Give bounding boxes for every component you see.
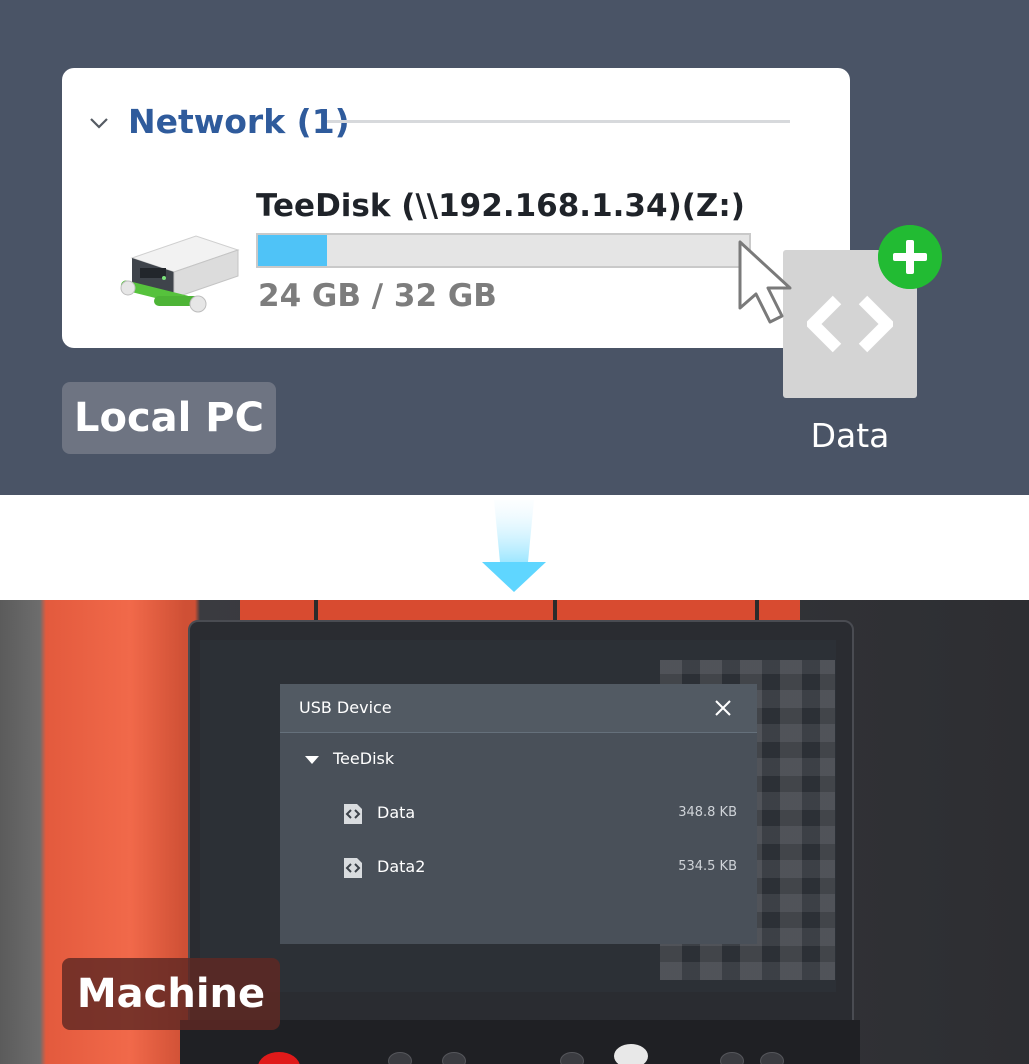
drive-usage-fill <box>258 235 327 266</box>
caret-down-icon[interactable] <box>304 754 320 766</box>
dialog-header: USB Device <box>280 684 757 733</box>
drive-usage-bar <box>256 233 751 268</box>
local-pc-label: Local PC <box>62 382 276 454</box>
housing-seam <box>314 600 318 628</box>
network-section-title[interactable]: Network (1) <box>128 102 350 141</box>
drive-capacity: 24 GB / 32 GB <box>258 278 497 314</box>
dragged-file-label: Data <box>810 416 890 455</box>
network-section-card: Network (1) TeeDisk (\\192.168.1.34)(Z:)… <box>62 68 850 348</box>
plus-icon <box>878 225 942 289</box>
code-file-icon <box>344 858 362 878</box>
code-file-icon <box>807 295 893 353</box>
tree-root-teedisk[interactable]: TeeDisk <box>333 749 395 768</box>
panel-button[interactable] <box>720 1052 744 1064</box>
panel-button[interactable] <box>442 1052 466 1064</box>
drive-name[interactable]: TeeDisk (\\192.168.1.34)(Z:) <box>256 188 745 224</box>
chevron-down-icon[interactable] <box>88 112 110 134</box>
file-row-data[interactable]: Data 348.8 KB <box>280 798 757 828</box>
file-row-data2[interactable]: Data2 534.5 KB <box>280 852 757 882</box>
mouse-cursor-icon <box>738 240 792 324</box>
panel-button[interactable] <box>760 1052 784 1064</box>
housing-seam <box>755 600 759 628</box>
machine-photo: USB Device TeeDisk Data 348.8 KB <box>0 600 1029 1064</box>
code-file-icon <box>344 804 362 824</box>
panel-button[interactable] <box>388 1052 412 1064</box>
panel-button[interactable] <box>560 1052 584 1064</box>
usb-device-dialog: USB Device TeeDisk Data 348.8 KB <box>280 684 757 944</box>
section-divider <box>327 120 790 123</box>
panel-knob[interactable] <box>614 1044 648 1064</box>
housing-seam <box>553 600 557 628</box>
emergency-stop-button[interactable] <box>258 1052 300 1064</box>
local-pc-panel: Network (1) TeeDisk (\\192.168.1.34)(Z:)… <box>0 0 1029 495</box>
machine-label: Machine <box>62 958 280 1030</box>
file-size: 534.5 KB <box>678 859 737 874</box>
network-drive-icon[interactable] <box>114 228 244 318</box>
dialog-title: USB Device <box>299 698 392 717</box>
file-name: Data <box>377 803 416 822</box>
down-arrow-icon <box>482 500 546 592</box>
file-size: 348.8 KB <box>678 805 737 820</box>
close-icon[interactable] <box>713 698 733 718</box>
file-name: Data2 <box>377 857 426 876</box>
